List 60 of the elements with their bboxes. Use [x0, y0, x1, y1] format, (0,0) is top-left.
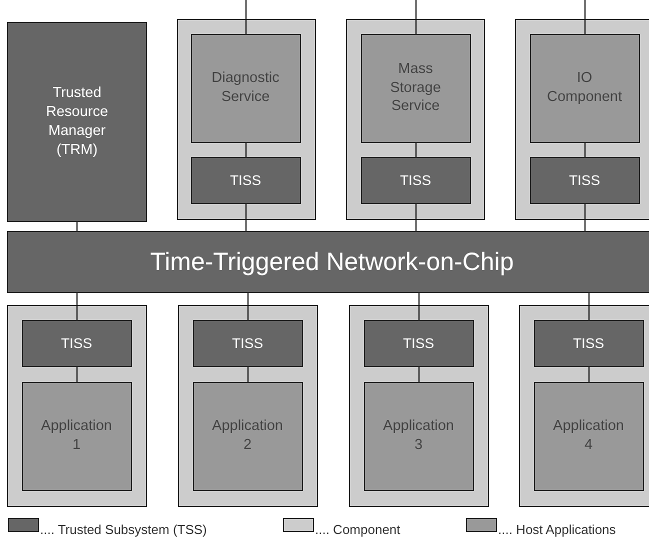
connector-line: [76, 293, 78, 320]
node-label: Application 3: [382, 417, 455, 455]
node-label: Mass Storage Service: [389, 60, 442, 116]
component-box: [349, 305, 489, 507]
component-box: [519, 305, 649, 507]
connector-line: [415, 143, 417, 157]
component-box: [515, 19, 649, 220]
component-box: [346, 19, 485, 220]
connector-line: [247, 293, 249, 320]
subsystem-box: [364, 320, 474, 366]
connector-line: [245, 204, 247, 231]
node-label: Application 1: [40, 417, 113, 455]
connector-line: [418, 293, 420, 320]
application-box: [364, 382, 474, 490]
subsystem-box: [530, 156, 640, 204]
connector-line: [418, 367, 420, 382]
network-bar: [7, 231, 649, 293]
node-label: TISS: [60, 334, 94, 352]
node-label: TISS: [568, 170, 602, 190]
node-label: TISS: [402, 334, 436, 352]
node-label: Diagnostic Service: [210, 69, 280, 107]
connector-line: [76, 222, 78, 231]
connector-line: [415, 204, 417, 231]
connector-line: [588, 367, 590, 382]
application-box: [22, 382, 132, 490]
subsystem-box: [534, 320, 644, 366]
connector-line: [415, 0, 417, 34]
connector-line: [245, 0, 247, 34]
node-label: IO Component: [546, 69, 623, 107]
application-box: [530, 34, 640, 142]
application-box: [534, 382, 644, 490]
network-label: Time-Triggered Network-on-Chip: [149, 246, 515, 278]
connector-line: [76, 367, 78, 382]
application-box: [360, 34, 470, 142]
legend-label: .... Trusted Subsystem (TSS): [40, 523, 207, 536]
connector-line: [588, 293, 590, 320]
subsystem-box: [22, 320, 132, 366]
node-label: TISS: [230, 334, 264, 352]
application-box: [192, 382, 302, 490]
subsystem-box: [192, 320, 302, 366]
subsystem-box: [7, 22, 147, 222]
connector-line: [584, 204, 586, 231]
component-box: [177, 19, 316, 220]
node-label: TISS: [228, 170, 262, 190]
legend-label: .... Host Applications: [498, 523, 616, 536]
subsystem-box: [360, 156, 470, 204]
node-label: TISS: [398, 170, 432, 190]
node-label: Application 2: [211, 417, 284, 455]
node-label: Trusted Resource Manager (TRM): [44, 84, 110, 160]
component-box: [7, 305, 147, 507]
connector-line: [584, 0, 586, 34]
component-box: [178, 305, 318, 507]
subsystem-box: [190, 156, 300, 204]
connector-line: [245, 143, 247, 157]
connector-line: [247, 367, 249, 382]
legend-label: .... Component: [315, 523, 400, 536]
node-label: TISS: [572, 334, 606, 352]
connector-line: [584, 143, 586, 157]
application-box: [190, 34, 300, 142]
node-label: Application 4: [552, 417, 625, 455]
